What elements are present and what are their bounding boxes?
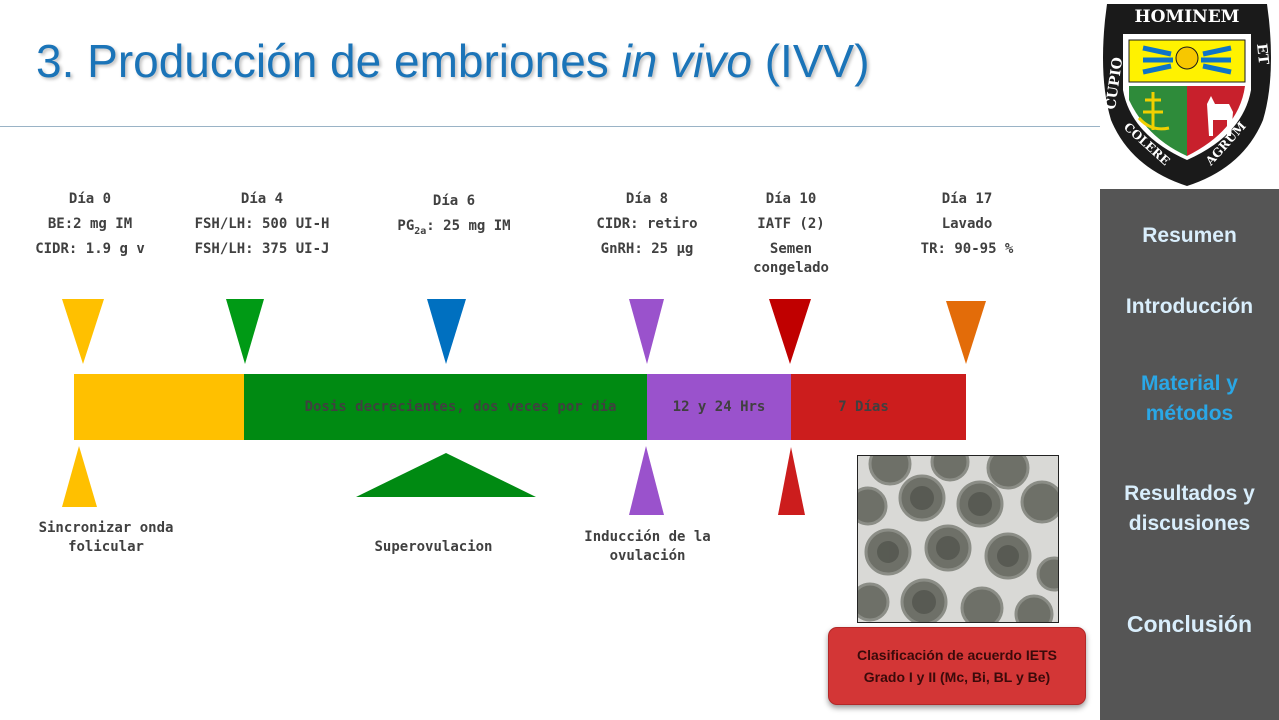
- sidebar-nav: Resumen Introducción Material y métodos …: [1100, 189, 1279, 720]
- day-detail: GnRH: 25 µg: [600, 241, 694, 257]
- marker-day-17-down-triangle: [946, 301, 986, 364]
- nav-item-label: Resumen: [1142, 224, 1237, 247]
- day-8-label: Día 8 CIDR: retiro GnRH: 25 µg: [562, 187, 732, 262]
- day-detail: BE:2 mg IM: [47, 216, 133, 232]
- timeline-segment-hours: 12 y 24 Hrs: [647, 374, 791, 440]
- embryo-photo: [857, 455, 1059, 623]
- day-detail: PG2a: 25 mg IM: [397, 218, 511, 237]
- timeline-markers: [62, 299, 986, 515]
- title-part-italic: in vivo: [621, 35, 752, 87]
- day-title: Día 10: [765, 191, 817, 207]
- nav-item-label-line2: discusiones: [1128, 512, 1251, 535]
- nav-item-label-line1: Material y: [1141, 372, 1238, 395]
- emblem-top-text: HOMINEM: [1135, 7, 1240, 27]
- marker-day-6-down-triangle: [427, 299, 466, 364]
- title-part-abbrev: (IVV): [751, 35, 870, 87]
- day-title: Día 8: [625, 191, 669, 207]
- timeline-segment-doses: Dosis decrecientes, dos veces por día: [244, 374, 647, 440]
- nav-item-resultados-y-discusiones[interactable]: Resultados y discusiones: [1100, 479, 1279, 539]
- title-divider: [0, 126, 1100, 127]
- marker-day-10-down-triangle: [769, 299, 811, 364]
- nav-item-label-line2: métodos: [1145, 402, 1234, 425]
- segment-label: 12 y 24 Hrs: [672, 399, 766, 415]
- marker-day-8-down-triangle: [629, 299, 664, 364]
- nav-item-material-y-metodos[interactable]: Material y métodos: [1100, 369, 1279, 429]
- emblem-right-text: ET: [1253, 43, 1271, 66]
- day-17-label: Día 17 Lavado TR: 90-95 %: [882, 187, 1052, 262]
- embryo-image: [858, 456, 1058, 622]
- university-emblem-logo: HOMINEM CUPIO ET COLERE AGRUM: [1103, 4, 1271, 186]
- title-part-main: 3. Producción de embriones: [36, 35, 622, 87]
- nav-item-label: Conclusión: [1126, 611, 1253, 637]
- day-0-label: Día 0 BE:2 mg IM CIDR: 1.9 g v: [5, 187, 175, 262]
- day-title: Día 4: [240, 191, 284, 207]
- marker-day-0-down-triangle: [62, 299, 104, 364]
- segment-label: Dosis decrecientes, dos veces por día: [304, 399, 617, 415]
- day-detail: IATF (2): [757, 216, 825, 232]
- induction-up-triangle: [629, 446, 664, 515]
- page-title: 3. Producción de embriones in vivo (IVV): [36, 34, 870, 88]
- nav-item-resumen[interactable]: Resumen: [1100, 221, 1279, 251]
- nav-item-label: Introducción: [1125, 295, 1254, 318]
- sync-up-triangle: [62, 446, 97, 507]
- day-4-label: Día 4 FSH/LH: 500 UI-H FSH/LH: 375 UI-J: [177, 187, 347, 262]
- day-detail: FSH/LH: 375 UI-J: [194, 241, 330, 257]
- day-detail: Lavado: [941, 216, 993, 232]
- emblem-left-text: CUPIO: [1103, 56, 1126, 110]
- day-6-label: Día 6 PG2a: 25 mg IM: [369, 189, 539, 244]
- timeline-segment-days: 7 Días: [791, 374, 966, 440]
- classification-line2: Grado I y II (Mc, Bi, BL y Be): [863, 669, 1051, 685]
- nav-item-introduccion[interactable]: Introducción: [1100, 292, 1279, 322]
- day-title: Día 0: [68, 191, 112, 207]
- insemination-up-triangle: [778, 447, 805, 515]
- classification-box: Clasificación de acuerdo IETS Grado I y …: [828, 627, 1086, 705]
- day-detail: CIDR: 1.9 g v: [35, 241, 145, 257]
- day-title: Día 17: [941, 191, 993, 207]
- day-detail: CIDR: retiro: [596, 216, 698, 232]
- day-detail: TR: 90-95 %: [920, 241, 1014, 257]
- superovulation-triangle: [356, 453, 536, 497]
- day-title: Día 6: [432, 193, 476, 209]
- classification-line1: Clasificación de acuerdo IETS: [857, 647, 1057, 663]
- nav-item-label-line1: Resultados y: [1124, 482, 1255, 505]
- nav-item-conclusion[interactable]: Conclusión: [1100, 609, 1279, 639]
- timeline-segment-sync: [74, 374, 244, 440]
- day-detail: FSH/LH: 500 UI-H: [194, 216, 330, 232]
- segment-label: 7 Días: [838, 399, 889, 415]
- superovulation-label: Superovulacion: [374, 539, 493, 555]
- marker-day-4-down-triangle: [226, 299, 264, 364]
